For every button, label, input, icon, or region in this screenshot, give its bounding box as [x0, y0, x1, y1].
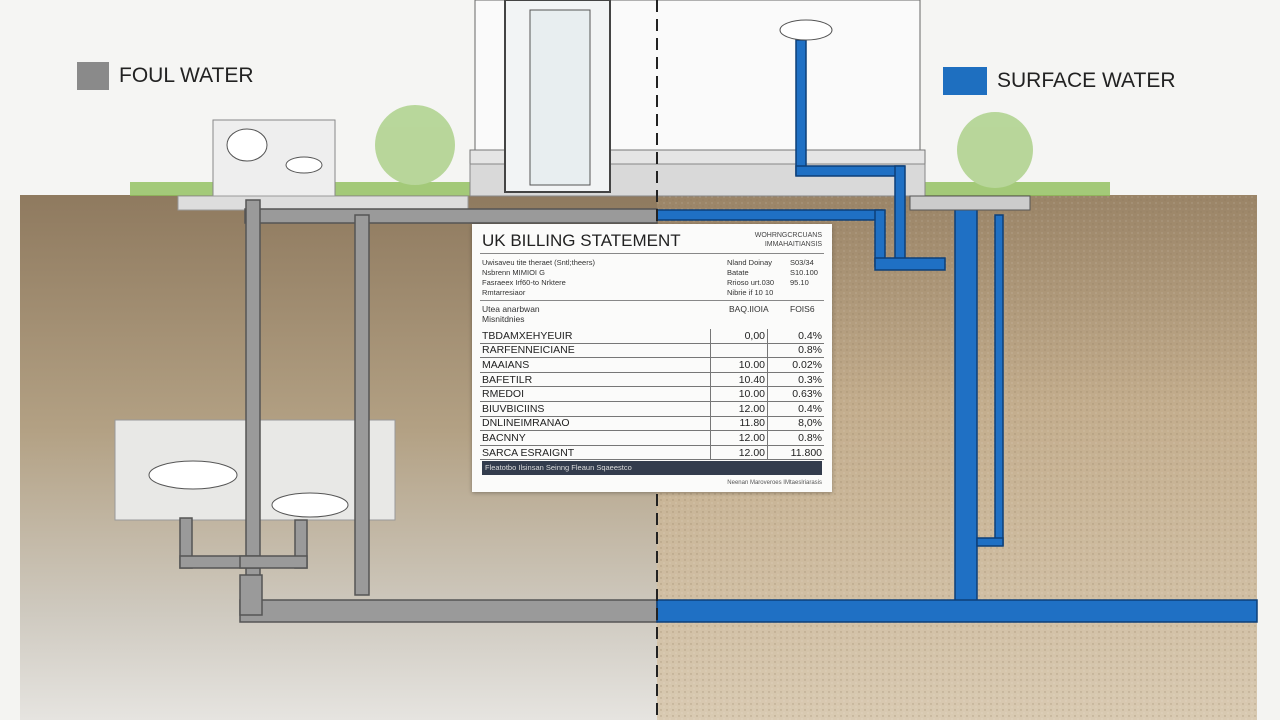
col-pct-header: FOIS6	[790, 304, 815, 314]
info-line: Fasraeex Irf60-to Nrktere	[482, 278, 566, 287]
foul-water-label: FOUL WATER	[119, 64, 254, 87]
cell-pct: 0.4%	[767, 401, 824, 417]
ref-line: IMMAHAITIANSIS	[764, 241, 822, 248]
cell-label: BACNNY	[480, 430, 711, 446]
section-line: Utea anarbwan	[482, 304, 540, 314]
statement-footer: Fleatotbo Ilsinsan Seinng Fleaun Sqaeest…	[482, 461, 822, 475]
cell-amount: 12.00	[710, 401, 768, 417]
info-line: Nibrie if 10 10	[727, 288, 774, 297]
info-line: Batate	[727, 268, 749, 277]
cell-amount: 10.00	[710, 386, 768, 402]
info-left: Uwisaveu tite theraet (Sntl;theers) Nsbr…	[482, 258, 595, 298]
cell-amount: 12.00	[710, 445, 768, 461]
foul-water-swatch	[77, 62, 109, 90]
surface-water-swatch	[943, 67, 987, 95]
info-mid: Nland Doinay Batate Rrioso urt.030 Nibri…	[727, 258, 774, 298]
info-line: Nland Doinay	[727, 258, 773, 267]
section-line: Misnitdnies	[482, 314, 525, 324]
cell-label: BAFETILR	[480, 372, 711, 388]
gully-grate	[909, 195, 1031, 211]
building	[469, 0, 926, 197]
statement-ref: WOHRNGCRCUANS IMMAHAITIANSIS	[755, 231, 822, 249]
cell-label: TBDAMXEHYEUIR	[480, 329, 711, 344]
cell-label: DNLINEIMRANAO	[480, 416, 711, 432]
col-amount-header: BAQ.IIOIA	[729, 304, 769, 314]
sink-left	[148, 460, 238, 490]
cell-amount: 12.00	[710, 430, 768, 446]
statement-note: Neenan Maroveroes IMtaeslriarasis	[727, 480, 822, 486]
cell-pct: 0.02%	[767, 357, 824, 373]
cell-pct: 11.800	[767, 445, 824, 461]
cell-pct: 0.3%	[767, 372, 824, 388]
billing-statement: UK BILLING STATEMENT WOHRNGCRCUANS IMMAH…	[472, 224, 832, 492]
surface-water-label: SURFACE WATER	[997, 69, 1176, 92]
info-line: Nsbrenn MIMIOI G	[482, 268, 545, 277]
info-line: S03/34	[790, 258, 814, 267]
cell-pct: 0.63%	[767, 386, 824, 402]
info-right: S03/34 S10.100 95.10	[790, 258, 818, 288]
cell-label: MAAIANS	[480, 357, 711, 373]
surface-water-pipes	[656, 39, 1258, 623]
info-line: 95.10	[790, 278, 809, 287]
cell-amount: 10.00	[710, 357, 768, 373]
legend-surface-water: SURFACE WATER	[943, 67, 1176, 95]
cell-label: RARFENNEICIANE	[480, 343, 711, 359]
cell-label: BIUVBICIINS	[480, 401, 711, 417]
cell-pct: 8,0%	[767, 416, 824, 432]
cell-label: SARCA ESRAIGNT	[480, 445, 711, 461]
legend-foul-water: FOUL WATER	[77, 62, 254, 90]
table-row: RARFENNEICIANE 0.8%	[480, 343, 824, 359]
surface-sink	[779, 19, 833, 41]
toilet	[226, 128, 268, 162]
cell-pct: 0.8%	[767, 343, 824, 359]
ref-line: WOHRNGCRCUANS	[754, 232, 822, 239]
info-line: Uwisaveu tite theraet (Sntl;theers)	[482, 258, 595, 267]
info-line: Rrioso urt.030	[727, 278, 775, 287]
cell-amount: 10.40	[710, 372, 768, 388]
cell-amount	[710, 343, 768, 359]
statement-title: UK BILLING STATEMENT	[482, 231, 681, 250]
cell-amount: 0,00	[710, 329, 768, 344]
sink-right	[271, 492, 349, 518]
section-left: Utea anarbwan Misnitdnies	[482, 304, 540, 324]
cell-pct: 0.8%	[767, 430, 824, 446]
info-line: Rmtarresiaor	[482, 288, 526, 297]
basin	[285, 156, 323, 174]
cell-amount: 11.80	[710, 416, 768, 432]
info-line: S10.100	[790, 268, 818, 277]
foul-water-pipes	[179, 199, 658, 623]
cell-pct: 0.4%	[767, 329, 824, 344]
cell-label: RMEDOI	[480, 386, 711, 402]
